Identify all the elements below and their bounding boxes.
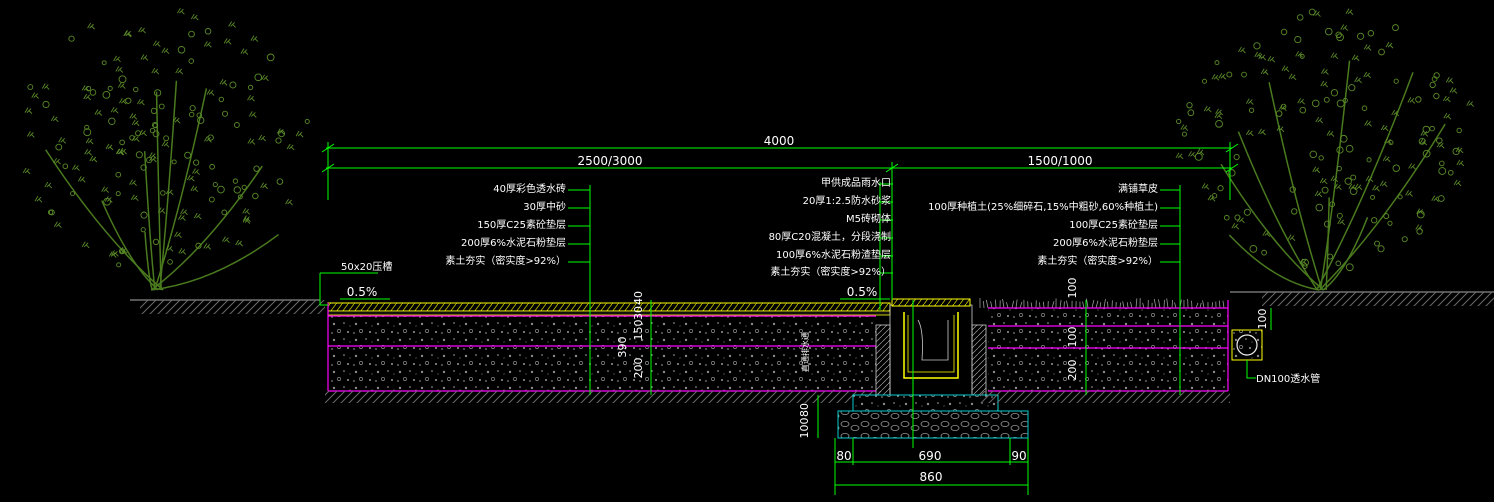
drain-vertical-label: 直通排水通 [800,332,810,372]
tree-group [22,7,1474,291]
tree-left [22,7,310,291]
right-label-3: 100厚C25素砼垫层 [1069,218,1158,231]
dim-total: 4000 [764,134,795,148]
dim-right-100-grass: 100 [1066,278,1079,299]
dim-left-span: 2500/3000 [577,154,642,168]
left-label-5: 素土夯实（密实度>92%） [445,254,566,267]
dim-drain-80: 80 [798,403,811,417]
dim-bottom-80: 80 [836,449,851,463]
dim-left-30: 30 [632,306,645,320]
dim-left-200: 200 [632,358,645,379]
right-label-4: 200厚6%水泥石粉垫层 [1053,236,1158,249]
left-label-2: 30厚中砂 [523,200,566,213]
dim-right-span: 1500/1000 [1027,154,1092,168]
dim-left-150: 150 [632,320,645,341]
center-label-5: 100厚6%水泥石粉渣垫层 [776,248,891,261]
dim-bottom-690: 690 [919,449,942,463]
center-label-4: 80厚C20混凝土，分段浇制 [769,230,891,243]
center-label-3: M5砖砌体 [846,212,891,225]
dim-pipe-100: 100 [1256,309,1269,330]
slope-left: 0.5% [347,285,378,299]
tree-right [1175,8,1474,291]
center-label-1: 甲供成品雨水口 [821,176,891,189]
pipe-label: DN100透水管 [1256,372,1320,385]
dimension-lines [321,142,1272,495]
dim-right-200: 200 [1066,360,1079,381]
left-label-1: 40厚彩色透水砖 [493,182,566,195]
slope-right: 0.5% [847,285,878,299]
dim-drain-100: 100 [798,418,811,439]
label-leaders [319,183,1256,379]
center-label-6: 素土夯实（密实度>92%） [770,265,891,278]
left-label-4: 200厚6%水泥石粉垫层 [461,236,566,249]
natural-ground [130,291,1494,314]
right-label-2: 100厚种植土(25%细碎石,15%中粗砂,60%种植土) [928,200,1158,213]
dim-bottom-860: 860 [920,470,943,484]
center-label-2: 20厚1:2.5防水砂浆 [803,194,891,207]
dim-left-390: 390 [616,337,629,358]
right-label-1: 满铺草皮 [1118,182,1158,195]
right-planting-section [979,298,1263,403]
dim-left-40: 40 [632,291,645,305]
right-label-5: 素土夯实（密实度>92%） [1037,254,1158,267]
left-pavement-section [325,302,891,403]
dim-bottom-90: 90 [1011,449,1026,463]
edge-groove-label: 50x20压槽 [341,260,392,273]
drain-structure [837,298,1029,439]
dim-right-100: 100 [1066,327,1079,348]
left-label-3: 150厚C25素砼垫层 [477,218,566,231]
